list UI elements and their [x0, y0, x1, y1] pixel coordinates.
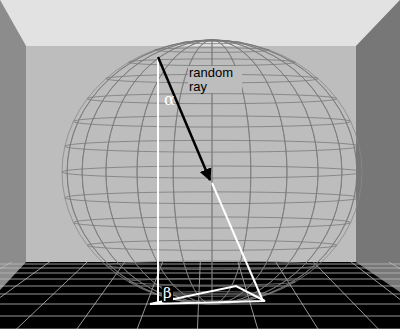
grid-line [0, 150, 205, 329]
grid-line [0, 150, 205, 329]
longitude-line [106, 40, 318, 304]
sphere-outline [62, 40, 362, 304]
angle-label: β [162, 286, 173, 302]
grid-line [0, 150, 205, 329]
ceiling [0, 0, 400, 46]
left-wall [0, 0, 26, 290]
grid-line [0, 150, 205, 329]
longitude-line [137, 40, 287, 304]
longitude-line [82, 40, 342, 304]
grid-line [0, 150, 205, 329]
longitude-line [67, 40, 357, 304]
longitude-line [173, 40, 251, 304]
grid-line [0, 150, 205, 329]
grid-line [0, 150, 205, 329]
grid-line [0, 264, 400, 265]
ray-extension [212, 183, 263, 301]
grid-line [0, 150, 205, 329]
grid-line [0, 273, 400, 274]
grid-line [0, 150, 205, 329]
grid-line [5, 150, 205, 329]
floor-grid [0, 150, 400, 329]
longitude-line [106, 40, 318, 304]
ray-label: random ray [188, 66, 242, 93]
longitude-line [173, 40, 251, 304]
wireframe-sphere [62, 40, 362, 304]
grid-line [0, 286, 400, 287]
grid-line [0, 316, 400, 317]
grid-line [0, 150, 205, 329]
grid-line [0, 150, 205, 329]
longitude-line [82, 40, 342, 304]
vertical-line [157, 57, 159, 303]
longitude-line [137, 40, 287, 304]
longitude-line [67, 40, 357, 304]
floor-triangle [150, 286, 265, 304]
grid-line [0, 268, 400, 269]
angle-label: α [163, 92, 176, 109]
right-wall [356, 0, 400, 292]
